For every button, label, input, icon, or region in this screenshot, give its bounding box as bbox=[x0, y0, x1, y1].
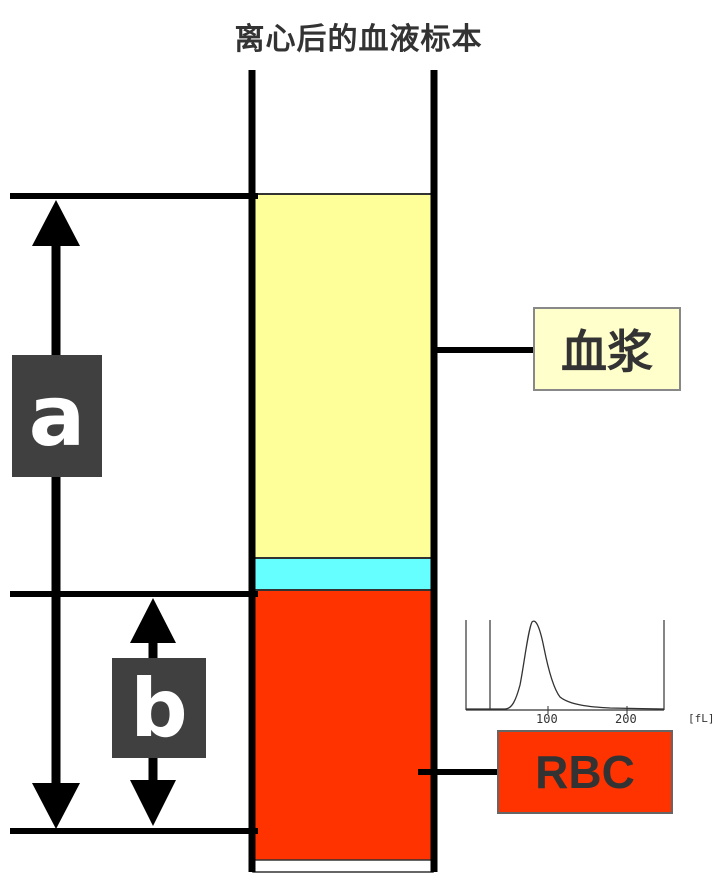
label-a: a bbox=[12, 355, 102, 477]
plasma-layer bbox=[255, 194, 431, 558]
histogram-unit-label: [fL] bbox=[688, 712, 715, 725]
tube-bottom bbox=[252, 859, 434, 873]
arrow-a-head-up bbox=[32, 200, 80, 246]
histogram-tick-label-100: 100 bbox=[536, 712, 558, 726]
rbc-layer bbox=[255, 590, 431, 862]
histogram-tick-label-200: 200 bbox=[615, 712, 637, 726]
arrow-b-head-down bbox=[130, 780, 176, 826]
arrow-a-head-down bbox=[32, 783, 80, 829]
plasma-label: 血浆 bbox=[533, 307, 681, 391]
buffy-coat-layer bbox=[255, 558, 431, 590]
label-b: b bbox=[112, 658, 206, 758]
histogram-curve bbox=[466, 620, 665, 710]
rbc-histogram bbox=[465, 620, 665, 714]
rbc-label: RBC bbox=[497, 730, 673, 814]
diagram-title: 离心后的血液标本 bbox=[234, 22, 483, 57]
arrow-b-head-up bbox=[130, 598, 176, 643]
